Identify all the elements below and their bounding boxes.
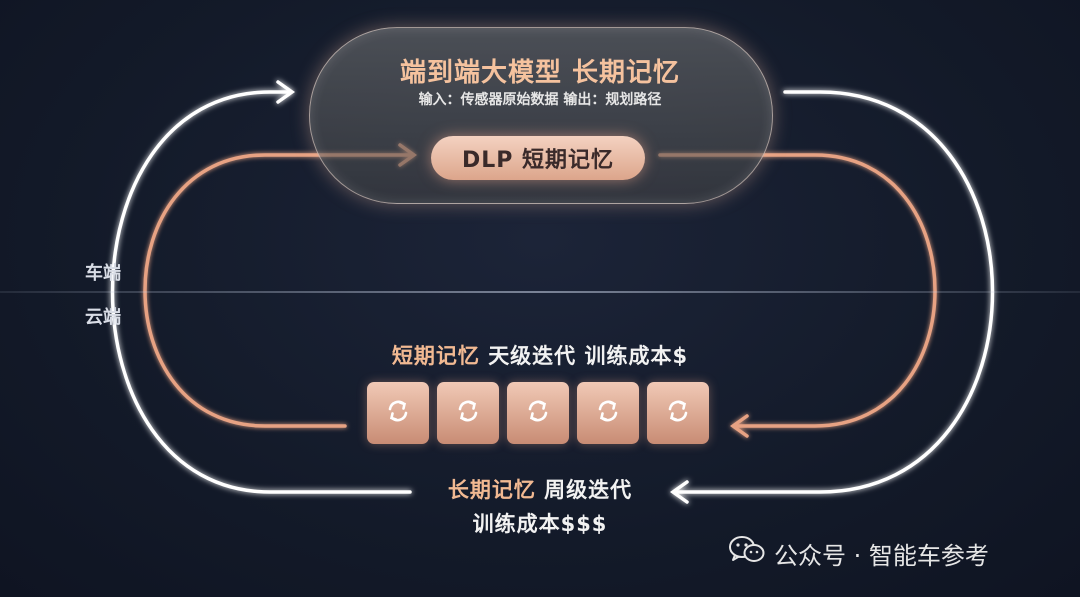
end-to-end-model-io: 输入：传感器原始数据 输出：规划路径	[418, 92, 662, 108]
short-term-cost: 训练成本$	[584, 344, 689, 368]
vehicle-cloud-divider	[0, 291, 1080, 293]
long-loop-arrowhead-bottom	[669, 480, 689, 504]
long-term-caption: 长期记忆 周级迭代	[390, 474, 690, 504]
short-loop-left-arc	[143, 153, 414, 428]
long-loop-arrowhead-top	[276, 80, 296, 104]
long-term-cost: 训练成本$$$	[472, 512, 608, 536]
iteration-tile	[647, 382, 709, 444]
iteration-tile	[367, 382, 429, 444]
dlp-short-term-memory: DLP 短期记忆	[431, 136, 645, 180]
refresh-icon	[525, 398, 551, 428]
refresh-icon	[455, 398, 481, 428]
iteration-tile	[577, 382, 639, 444]
short-loop-right-arc	[658, 153, 937, 428]
refresh-icon	[665, 398, 691, 428]
refresh-icon	[385, 398, 411, 428]
watermark: 公众号 · 智能车参考	[728, 535, 989, 571]
short-term-iteration: 天级迭代	[488, 344, 577, 368]
wechat-icon	[728, 535, 766, 571]
watermark-text: 公众号 · 智能车参考	[774, 541, 989, 570]
cloud-label: 云端	[85, 307, 121, 328]
short-term-label: 短期记忆	[391, 344, 480, 368]
iteration-tile	[437, 382, 499, 444]
iteration-tile	[507, 382, 569, 444]
short-loop-arrowhead-bottom	[729, 414, 749, 438]
long-term-iteration: 周级迭代	[544, 478, 633, 502]
long-term-label: 长期记忆	[447, 478, 536, 502]
short-term-caption: 短期记忆 天级迭代 训练成本$	[330, 340, 750, 370]
refresh-icon	[595, 398, 621, 428]
vehicle-label: 车端	[85, 263, 121, 284]
end-to-end-model-title: 端到端大模型 长期记忆	[399, 58, 681, 88]
